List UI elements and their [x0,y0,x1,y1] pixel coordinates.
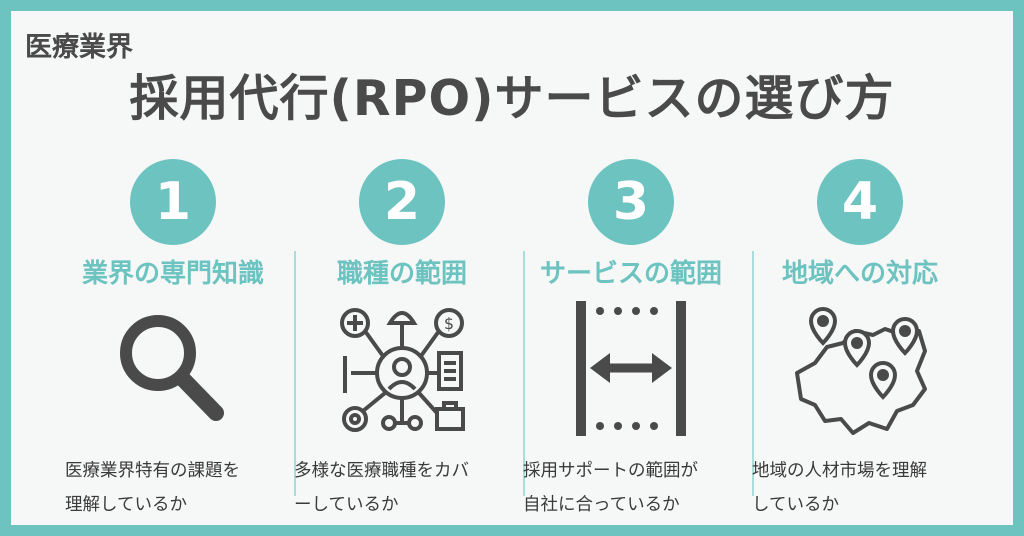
step-column-4: 4 地域への対応 地域の人材市場を理解 しているか [742,159,978,523]
step-description-line: 理解しているか [65,495,187,515]
step-description-line: 医療業界特有の課題を [65,461,240,481]
infographic-card: 医療業界 採用代行(RPO)サービスの選び方 1 業界の専門知識 医療業界特有の… [11,11,1013,525]
step-heading: 職種の範囲 [336,259,467,289]
step-number-badge: 3 [588,159,674,245]
step-description: 採用サポートの範囲が 自社に合っているか [523,454,739,522]
step-number-badge: 2 [359,159,445,245]
step-description-line: 多様な医療職種をカバ [294,461,469,481]
step-number-badge: 4 [817,159,903,245]
step-description-line: 自社に合っているか [523,495,680,515]
step-description: 医療業界特有の課題を 理解しているか [65,454,281,522]
step-heading: 地域への対応 [781,259,938,289]
step-column-2: 2 職種の範囲 $ [284,159,520,523]
subtitle: 医療業界 [25,32,133,63]
range-arrows-icon [576,301,686,436]
column-divider [752,251,754,496]
column-divider [523,251,525,496]
network-people-icon: $ [340,308,465,432]
step-heading: サービスの範囲 [539,259,722,289]
page-title: 採用代行(RPO)サービスの選び方 [129,70,895,127]
svg-text:$: $ [444,314,454,333]
step-description: 地域の人材市場を理解 しているか [752,454,968,522]
map-pins-icon [795,306,927,435]
step-description-line: ーしているか [294,495,399,515]
step-description: 多様な医療職種をカバ ーしているか [294,454,510,522]
magnifier-icon [120,315,224,421]
step-column-1: 1 業界の専門知識 医療業界特有の課題を 理解しているか [55,159,291,523]
column-divider [294,251,296,496]
step-number-badge: 1 [130,159,216,245]
step-heading: 業界の専門知識 [81,259,264,289]
step-description-line: 採用サポートの範囲が [523,461,698,481]
step-description-line: しているか [752,495,839,515]
step-description-line: 地域の人材市場を理解 [752,461,927,481]
step-column-3: 3 サービスの範囲 採用サポートの範囲が 自社に合っているか [513,159,749,523]
